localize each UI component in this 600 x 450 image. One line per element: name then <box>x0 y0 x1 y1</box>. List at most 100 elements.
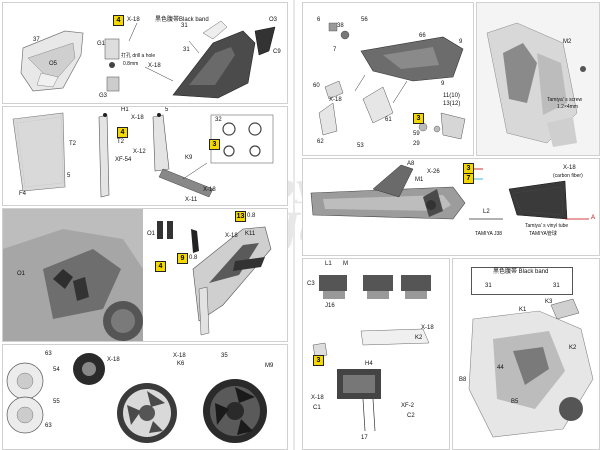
label-c9: C9 <box>273 49 281 55</box>
label-31-b: 31 <box>553 283 560 289</box>
panel-fairing-art <box>20 20 276 99</box>
black-band-box <box>471 267 573 295</box>
label-o3: O3 <box>269 17 278 23</box>
label-j16: J16 <box>325 303 335 309</box>
label-11: 11(10) <box>443 93 460 99</box>
label-x18-b: X-18 <box>311 395 324 401</box>
label-k6: K6 <box>177 361 185 367</box>
label-l1: L1 <box>325 261 332 267</box>
label-t2: T2 <box>69 141 77 147</box>
label-x18-b: X-18 <box>203 187 216 193</box>
label-size-b: 0.8 <box>247 213 256 219</box>
label-c2: C2 <box>407 413 415 419</box>
label-31-a: 31 <box>181 23 188 29</box>
label-x18: X-18 <box>225 233 238 239</box>
label-xf2: XF-2 <box>401 403 415 409</box>
label-tube: Tamiya' s vinyl tube <box>525 223 569 229</box>
label-x26: X-26 <box>427 169 440 175</box>
label-9: 9 <box>459 39 463 45</box>
label-13: 13(12) <box>443 101 461 107</box>
label-59: 59 <box>413 131 420 137</box>
label-black-band: 黑色腹帯 Black band <box>493 269 549 275</box>
label-x18: X-18 <box>563 165 576 171</box>
panel-wiring-step: O1 O1 4 9 0.8 13 0.8 K11 X-18 <box>2 208 288 342</box>
label-x12: X-12 <box>133 149 146 155</box>
label-f4: F4 <box>19 191 27 197</box>
label-32: 32 <box>215 117 222 123</box>
label-x11: X-11 <box>185 197 198 203</box>
label-55: 55 <box>53 399 60 405</box>
label-b5: B5 <box>511 399 519 405</box>
label-c1: C1 <box>313 405 321 411</box>
label-drill-note: 打孔 drill a hole <box>121 53 156 59</box>
label-53: 53 <box>357 143 364 149</box>
label-a8: A8 <box>407 161 415 167</box>
label-x18: X-18 <box>329 97 342 103</box>
step-badge-7: 7 <box>463 173 474 184</box>
label-29: 29 <box>413 141 420 147</box>
label-drill-size: 0.8mm <box>123 61 139 67</box>
step-badge: 4 <box>113 15 124 26</box>
label-31-b: 31 <box>183 47 190 53</box>
panel-frame-assembly: 6 38 56 66 9 7 60 X-18 9 11(10) 13(12) 3… <box>302 2 474 156</box>
label-tube-cn: TAMIYA管球 <box>529 231 557 237</box>
label-k3: K3 <box>545 299 553 305</box>
panel-fairing-step: 37 O5 G1 G3 4 X-18 黒色腹帯Black band 打孔 dri… <box>2 2 288 104</box>
label-5-b: 5 <box>165 107 169 113</box>
label-54: 54 <box>53 367 60 373</box>
label-44: 44 <box>497 365 504 371</box>
label-5: 5 <box>67 173 71 179</box>
panel-wheels-art <box>6 353 267 443</box>
label-carbon: (carbon fiber) <box>553 173 583 179</box>
panel-photo-frame-art <box>477 3 599 155</box>
label-m2: M2 <box>563 39 572 45</box>
panel-wiring-art <box>3 209 272 341</box>
label-screw-size: 1.2×4mm <box>557 104 578 110</box>
label-k11: K11 <box>245 231 256 237</box>
label-m: M <box>343 261 348 267</box>
label-x18: X-18 <box>107 357 120 363</box>
label-xf54: XF-54 <box>115 157 132 163</box>
step-badge: 3 <box>313 355 324 366</box>
label-9-b: 9 <box>441 81 445 87</box>
label-56: 56 <box>361 17 368 23</box>
label-k1: K1 <box>519 307 527 313</box>
panel-frame-art <box>12 112 274 198</box>
label-x18-b: X-18 <box>148 63 161 69</box>
label-31-a: 31 <box>485 283 492 289</box>
label-38: 38 <box>337 23 344 29</box>
step-badge: 4 <box>117 127 128 138</box>
label-x18: X-18 <box>421 325 434 331</box>
label-o1-b: O1 <box>147 231 156 237</box>
label-black-band: 黒色腹帯Black band <box>155 17 209 23</box>
label-a: A <box>591 215 596 221</box>
label-x18: X-18 <box>131 115 144 121</box>
label-62: 62 <box>317 139 324 145</box>
label-6: 6 <box>317 17 321 23</box>
panel-swingarm-art <box>310 164 589 220</box>
label-t2-b: T2 <box>117 139 125 145</box>
step-badge-9: 9 <box>177 253 188 264</box>
label-o1: O1 <box>17 271 26 277</box>
panel-tail-step: 黑色腹帯 Black band 31 31 K1 K3 K2 44 B8 B5 <box>452 258 600 450</box>
label-35: 35 <box>221 353 228 359</box>
label-c3: C3 <box>307 281 315 287</box>
step-badge-2: 3 <box>209 139 220 150</box>
label-screw: Tamiya' s screw <box>547 97 583 103</box>
label-63-a: 63 <box>45 351 52 357</box>
label-66: 66 <box>419 33 426 39</box>
label-g3: G3 <box>99 93 108 99</box>
label-g1: G1 <box>97 41 106 47</box>
panel-wheels-step: 63 54 55 63 X-18 X-18 K6 35 M9 <box>2 344 288 450</box>
label-h1: H1 <box>121 107 129 113</box>
label-17: 17 <box>361 435 368 441</box>
panel-electrics-step: L1 M C3 J16 3 K2 X-18 H4 X-18 C1 XF-2 C2… <box>302 258 450 450</box>
label-m9: M9 <box>265 363 274 369</box>
panel-frame-step: T2 F4 5 H1 X-18 4 T2 X-12 XF-54 5 3 32 K… <box>2 106 288 206</box>
label-k2: K2 <box>569 345 577 351</box>
label-x18: X-18 <box>127 17 140 23</box>
label-l2: L2 <box>483 209 490 215</box>
panel-photo-frame: M2 Tamiya' s screw 1.2×4mm <box>476 2 600 156</box>
label-63-b: 63 <box>45 423 52 429</box>
